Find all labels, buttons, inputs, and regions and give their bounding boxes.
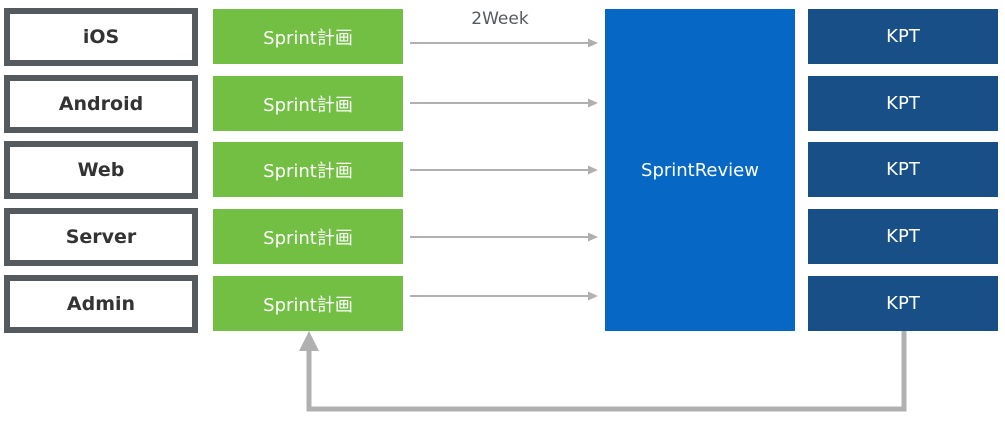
kpt-box: KPT (808, 209, 998, 264)
kpt-label: KPT (886, 226, 920, 247)
arrow-head (588, 232, 598, 242)
sprint-label: Sprint計画 (263, 227, 353, 249)
arrow-head (588, 98, 598, 108)
feedback-loop-head (299, 331, 319, 351)
arrow-head (588, 291, 598, 301)
kpt-label: KPT (886, 159, 920, 180)
team-label: Admin (66, 293, 136, 315)
feedback-loop-arrow (299, 331, 907, 412)
team-box-ios: iOS (4, 8, 198, 66)
sprint-label: Sprint計画 (263, 294, 353, 316)
kpt-label: KPT (886, 93, 920, 114)
team-label: Web (77, 159, 125, 181)
kpt-box: KPT (808, 276, 998, 331)
sprint-review-box: SprintReview (605, 9, 795, 331)
sprint-label: Sprint計画 (263, 27, 353, 49)
kpt-box: KPT (808, 9, 998, 64)
sprint-box: Sprint計画 (213, 9, 403, 64)
sprint-box: Sprint計画 (213, 142, 403, 197)
kpt-label: KPT (886, 293, 920, 314)
team-label: Android (58, 93, 144, 115)
sprint-box: Sprint計画 (213, 209, 403, 264)
kpt-box: KPT (808, 76, 998, 131)
team-box-admin: Admin (4, 275, 198, 333)
team-label: iOS (82, 26, 120, 48)
kpt-label: KPT (886, 26, 920, 47)
arrow-head (588, 38, 598, 48)
sprint-review-label: SprintReview (641, 159, 759, 181)
team-box-web: Web (4, 141, 198, 199)
arrow-head (588, 165, 598, 175)
team-box-android: Android (4, 75, 198, 133)
feedback-loop-line (306, 331, 907, 412)
sprint-label: Sprint計画 (263, 160, 353, 182)
team-label: Server (65, 226, 137, 248)
sprint-box: Sprint計画 (213, 276, 403, 331)
sprint-box: Sprint計画 (213, 76, 403, 131)
sprint-label: Sprint計画 (263, 94, 353, 116)
sprint-to-review-arrows (410, 38, 598, 301)
team-box-server: Server (4, 208, 198, 266)
kpt-box: KPT (808, 142, 998, 197)
duration-label: 2Week (471, 9, 529, 29)
